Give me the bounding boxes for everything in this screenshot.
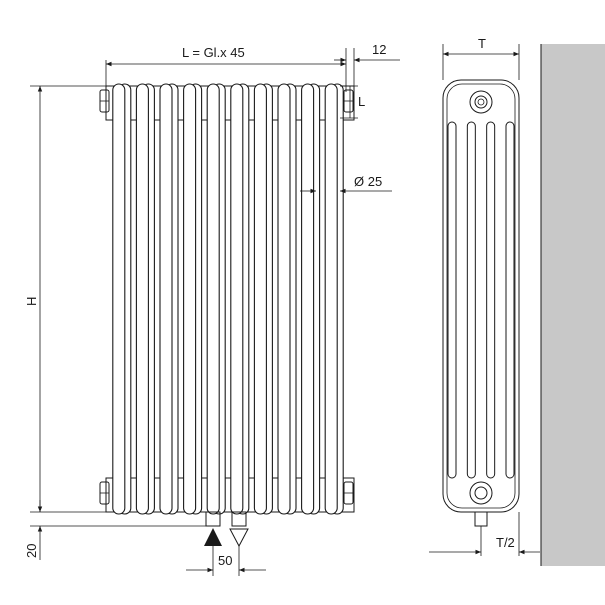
height-label: H — [24, 297, 39, 306]
side-view — [442, 79, 520, 527]
flow-out-arrow-icon — [229, 528, 249, 548]
side-slot — [447, 121, 457, 479]
front-view — [99, 83, 355, 548]
top-valve — [469, 90, 493, 114]
width-label: L = Gl.x 45 — [182, 45, 245, 60]
offset-label: 12 — [372, 42, 386, 57]
radiator-column — [135, 83, 155, 515]
left-top-plug — [99, 89, 110, 113]
radiator-columns — [112, 83, 344, 515]
dimension-depth — [442, 44, 520, 80]
radiator-column — [183, 83, 203, 515]
wall — [541, 44, 605, 566]
inlet-pipe — [205, 511, 221, 527]
dimension-height — [30, 85, 110, 513]
radiator-column — [159, 83, 179, 515]
side-slot — [486, 121, 496, 479]
radiator-column — [253, 83, 273, 515]
diameter-label: Ø 25 — [354, 174, 382, 189]
spacing-label: 50 — [218, 553, 232, 568]
dimension-width — [105, 48, 347, 92]
side-slot — [505, 121, 515, 479]
flow-in-arrow-icon — [204, 528, 222, 546]
right-bottom-plug — [343, 481, 354, 505]
connection-label: L — [358, 94, 365, 109]
dimension-connection — [340, 85, 358, 119]
dimension-bottom — [30, 500, 210, 560]
left-bottom-plug — [99, 481, 110, 505]
right-top-plug — [343, 89, 354, 113]
side-body — [442, 79, 520, 513]
bottom-manifold — [105, 477, 355, 513]
side-slots — [447, 121, 515, 479]
dimension-half-depth — [429, 512, 540, 556]
radiator-column — [206, 83, 226, 515]
radiator-column — [301, 83, 321, 515]
half-depth-label: T/2 — [496, 535, 515, 550]
radiator-column — [277, 83, 297, 515]
radiator-column — [112, 83, 132, 515]
radiator-column — [324, 83, 344, 515]
bottom-label: 20 — [24, 544, 39, 558]
outlet-pipe — [231, 511, 247, 527]
top-manifold — [105, 85, 355, 121]
dimension-spacing — [186, 546, 266, 576]
side-slot — [466, 121, 476, 479]
bottom-valve — [469, 481, 493, 505]
dimension-offset — [334, 48, 400, 86]
radiator-column — [230, 83, 250, 515]
depth-label: T — [478, 36, 486, 51]
side-connection-pipe — [474, 511, 488, 527]
